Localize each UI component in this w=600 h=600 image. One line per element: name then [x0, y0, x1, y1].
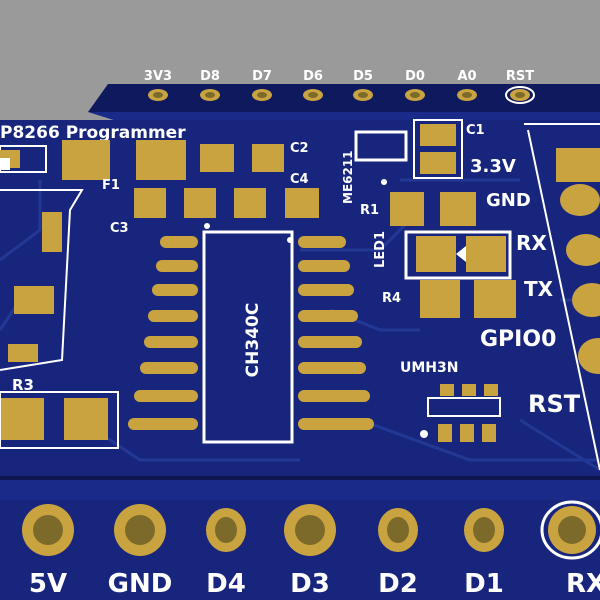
svg-text:D2: D2	[378, 569, 418, 599]
usb-connector-outline	[0, 158, 84, 371]
svg-text:3V3: 3V3	[144, 69, 172, 84]
svg-text:C2: C2	[290, 141, 309, 156]
led-1: LED1	[373, 230, 512, 280]
svg-text:D0: D0	[405, 69, 425, 84]
traces	[0, 178, 600, 472]
top-pin-3[interactable]: D7	[252, 69, 272, 101]
svg-text:GND: GND	[108, 569, 173, 599]
capacitor-c2: C2	[200, 141, 309, 172]
bottom-header-pins: 5V GND D4 D3 D2 D1 RX	[22, 500, 600, 599]
bottom-header-edge	[0, 478, 600, 500]
svg-text:LED1: LED1	[373, 231, 388, 268]
svg-text:C3: C3	[110, 221, 129, 236]
label-rx: RX	[516, 231, 547, 255]
board-title: P8266 Programmer	[0, 123, 186, 143]
right-pin-1[interactable]	[556, 148, 600, 182]
svg-text:D3: D3	[290, 569, 330, 599]
svg-text:A0: A0	[457, 69, 476, 84]
svg-text:C4: C4	[290, 172, 309, 187]
transistor-umh3n: UMH3N	[400, 360, 501, 442]
svg-text:D8: D8	[200, 69, 220, 84]
top-pin-2[interactable]: D8	[200, 69, 220, 101]
top-header-pins: 3V3 D8 D7 D6 D5 D0 A0 RST	[144, 69, 535, 104]
svg-text:CH340C: CH340C	[243, 303, 263, 378]
svg-text:UMH3N: UMH3N	[400, 360, 458, 376]
top-pin-6[interactable]: D0	[405, 69, 425, 101]
bottom-pin-2[interactable]: GND	[108, 504, 173, 599]
svg-text:R3: R3	[12, 376, 34, 394]
label-gpio0: GPIO0	[480, 327, 556, 352]
svg-text:C1: C1	[466, 123, 485, 138]
label-tx: TX	[524, 277, 554, 301]
svg-text:D6: D6	[303, 69, 323, 84]
svg-text:F1: F1	[102, 178, 120, 193]
top-pin-5[interactable]: D5	[353, 69, 373, 101]
resistor-r1: R1	[360, 192, 476, 226]
svg-text:RST: RST	[506, 69, 534, 84]
right-header: 3.3V GND RX TX GPIO0 RST	[470, 123, 600, 471]
bottom-pin-7[interactable]: RX	[540, 500, 600, 599]
right-pin-3[interactable]	[566, 234, 600, 266]
label-3v3: 3.3V	[470, 156, 516, 177]
top-pin-8[interactable]: RST	[505, 69, 535, 104]
top-pin-4[interactable]: D6	[303, 69, 323, 101]
resistor-r4: R4	[382, 280, 516, 318]
svg-text:D7: D7	[252, 69, 272, 84]
top-pin-1[interactable]: 3V3	[144, 69, 172, 101]
bottom-pin-4[interactable]: D3	[284, 504, 336, 599]
bottom-pin-5[interactable]: D2	[378, 508, 418, 599]
svg-text:5V: 5V	[29, 569, 67, 599]
svg-text:D1: D1	[464, 569, 504, 599]
svg-text:R1: R1	[360, 203, 379, 218]
capacitor-c1: C1	[413, 119, 485, 179]
capacitor-c4: C4 C3	[110, 172, 319, 236]
svg-text:D5: D5	[353, 69, 373, 84]
bottom-pin-1[interactable]: 5V	[22, 504, 74, 599]
svg-text:R4: R4	[382, 291, 401, 306]
bottom-pin-3[interactable]: D4	[206, 508, 246, 599]
bottom-pin-6[interactable]: D1	[464, 508, 504, 599]
right-pin-5[interactable]	[578, 338, 600, 374]
svg-text:RX: RX	[566, 569, 600, 599]
top-pin-7[interactable]: A0	[457, 69, 477, 101]
svg-text:D4: D4	[206, 569, 246, 599]
right-pin-4[interactable]	[572, 283, 600, 317]
label-rst: RST	[528, 390, 581, 418]
resistor-r3: R3	[0, 376, 119, 449]
label-gnd: GND	[486, 190, 531, 211]
ic-ch340c: CH340C	[128, 230, 374, 444]
regulator-me6211: ME6211	[341, 130, 408, 204]
right-pin-2[interactable]	[560, 184, 600, 216]
svg-text:ME6211: ME6211	[341, 150, 355, 204]
